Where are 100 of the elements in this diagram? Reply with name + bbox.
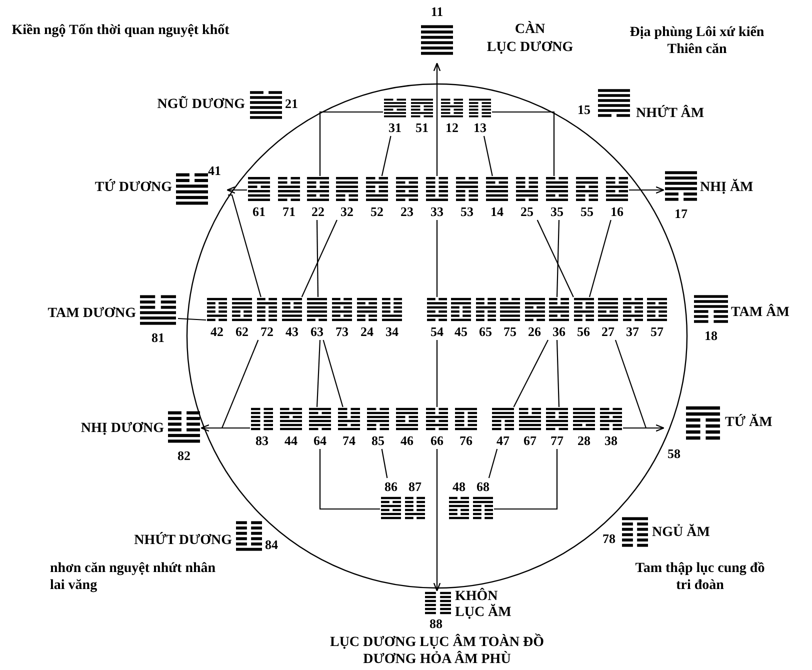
connector-line xyxy=(588,220,612,298)
hexagram-number: 64 xyxy=(312,433,328,448)
connector-line xyxy=(319,449,380,510)
hexagram-number: 67 xyxy=(522,433,538,448)
hexagram-number: 42 xyxy=(210,324,224,339)
hexagram-name: TỨ ĂM xyxy=(725,415,774,431)
hexagram-number: 56 xyxy=(576,324,591,339)
hexagram-number: 31 xyxy=(388,120,402,135)
hexagram-number: 72 xyxy=(260,324,274,339)
connector-line xyxy=(556,340,560,408)
arrow xyxy=(433,449,441,592)
hexagram-number: 63 xyxy=(310,324,324,339)
hexagram-number: 44 xyxy=(284,433,298,448)
hexagram-name: TỨ DƯƠNG xyxy=(94,180,172,196)
hexagram-number: 13 xyxy=(472,120,488,135)
hexagram-name: NGỦ ĂM xyxy=(652,525,711,541)
hexagram-number: 37 xyxy=(625,324,640,339)
hexagram-name: TAM ÂM xyxy=(731,305,790,321)
hexagram-number: 71 xyxy=(282,204,296,219)
arrow xyxy=(200,424,250,432)
hexagram-name: NGŨ DƯƠNG xyxy=(156,97,245,113)
hexagram-number: 61 xyxy=(252,204,266,219)
hexagram-number: 87 xyxy=(408,479,422,494)
hexagram-name: NHỨT ÂM xyxy=(636,106,706,122)
hexagram-number: 73 xyxy=(334,324,350,339)
hexagram-number: 43 xyxy=(284,324,300,339)
connector-line xyxy=(319,111,383,176)
hexagram-number: 65 xyxy=(478,324,493,339)
hexagram-number: 85 xyxy=(370,433,386,448)
hexagram-number: 57 xyxy=(650,324,664,339)
hexagram-number: 34 xyxy=(384,324,400,339)
connector-line xyxy=(513,340,548,408)
hexagram-number: 52 xyxy=(370,204,384,219)
verse-text: Tam thập lục cung đồ tri đoàn xyxy=(634,560,766,594)
hexagram-number: 55 xyxy=(580,204,594,219)
hexagram-number: 86 xyxy=(384,479,398,494)
hexagram-number: 26 xyxy=(527,324,542,339)
hexagram-name: KHÔN xyxy=(455,589,498,604)
hexagram-number: 74 xyxy=(342,433,356,448)
hexagram-number: 47 xyxy=(496,433,510,448)
connector-line xyxy=(381,136,392,176)
hexagram-number: 46 xyxy=(400,433,414,448)
hexagram-number: 88 xyxy=(428,616,444,631)
hexagram-number: 84 xyxy=(265,537,279,552)
hexagram-number: 14 xyxy=(490,204,504,219)
hexagram-number: 12 xyxy=(444,120,460,135)
connector-line xyxy=(494,449,558,510)
hexagram-number: 82 xyxy=(176,448,192,463)
hexagram-number: 25 xyxy=(520,204,534,219)
hexagram-number: 22 xyxy=(310,204,326,219)
hexagram-number: 66 xyxy=(430,433,444,448)
hexagram-number: 15 xyxy=(576,102,592,117)
connector-line xyxy=(536,220,574,298)
connector-line xyxy=(492,111,555,176)
hexagram-number: 16 xyxy=(610,204,624,219)
hexagram-number: 81 xyxy=(150,330,166,345)
hexagram-number: 17 xyxy=(674,206,688,221)
connector-line xyxy=(483,136,493,176)
connector-line xyxy=(301,220,338,298)
caption: LỤC DƯƠNG LỤC ÂM TOÀN ĐỒ DƯƠNG HỎA ÂM PHÙ xyxy=(328,634,546,668)
hexagram-number: 53 xyxy=(460,204,474,219)
connector-line xyxy=(436,220,438,297)
hexagram-name: TAM DƯƠNG xyxy=(46,306,136,322)
hexagram-number: 23 xyxy=(400,204,414,219)
hexagram-number: 83 xyxy=(254,433,270,448)
hexagram-number: 54 xyxy=(430,324,444,339)
connector-line xyxy=(316,220,319,297)
verse-text: Kiền ngộ Tốn thời quan nguyệt khốt xyxy=(10,22,230,39)
arrow xyxy=(623,424,664,432)
hexagram-name: NHỊ ĂM xyxy=(700,180,754,196)
connector-line xyxy=(322,340,344,408)
hexagram-number: 11 xyxy=(430,4,444,19)
hexagram-number: 76 xyxy=(458,433,474,448)
hexagram-number: 35 xyxy=(550,204,564,219)
hexagram-number: 68 xyxy=(476,479,490,494)
hexagram-number: 62 xyxy=(234,324,250,339)
hexagram-name: NHỨT DƯƠNG xyxy=(133,533,232,549)
hexagram-name: LỤC ĂM xyxy=(455,605,512,621)
connector-line xyxy=(556,220,560,298)
hexagram-number: 33 xyxy=(430,204,444,219)
hexagram-number: 75 xyxy=(502,324,518,339)
arrow xyxy=(226,186,247,194)
hexagram-number: 77 xyxy=(550,433,564,448)
connector-line xyxy=(436,340,438,407)
hexagram-number: 24 xyxy=(360,324,374,339)
arrow xyxy=(629,186,664,194)
connector-line xyxy=(178,318,206,321)
verse-text: Địa phùng Lôi xứ kiến Thiên căn xyxy=(628,24,766,58)
hexagram-number: 36 xyxy=(552,324,566,339)
hexagram-number: 41 xyxy=(208,163,222,178)
hexagram-number: 21 xyxy=(285,96,299,111)
connector-line xyxy=(316,340,321,408)
hexagram-name: CÀN xyxy=(514,22,546,38)
hexagram-number: 51 xyxy=(414,120,430,135)
hexagram-name: NHỊ DƯƠNG xyxy=(80,421,164,437)
arrow xyxy=(433,62,441,176)
hexagram-number: 28 xyxy=(576,433,592,448)
hexagram-name: LỤC DƯƠNG xyxy=(486,40,574,56)
hexagram-number: 18 xyxy=(704,328,718,343)
connector-line xyxy=(488,448,498,478)
